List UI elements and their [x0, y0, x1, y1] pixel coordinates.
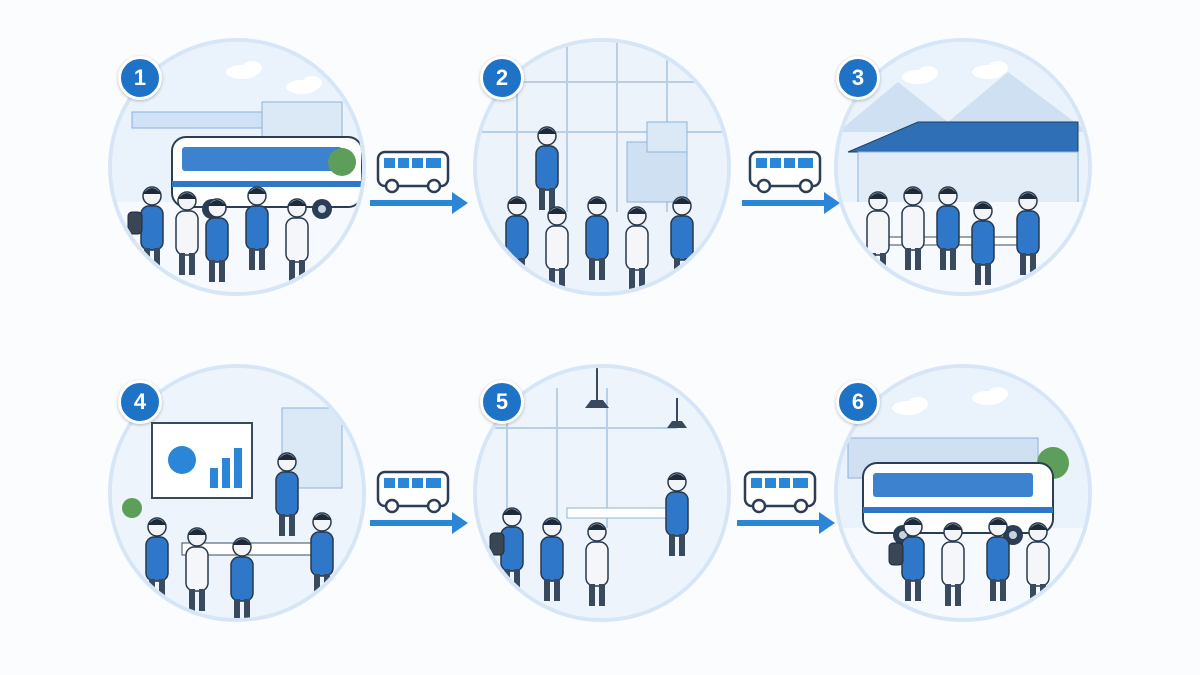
step-6-badge: 6 — [836, 380, 880, 424]
connector-2 — [740, 150, 850, 230]
bus-icon — [370, 150, 468, 214]
step-6-scene — [834, 364, 1092, 622]
connector-3 — [368, 470, 478, 550]
step-1-badge: 1 — [118, 56, 162, 100]
bus-icon — [737, 470, 835, 534]
connector-1 — [368, 150, 478, 230]
step-4-scene — [108, 364, 366, 622]
bus-icon — [742, 150, 840, 214]
step-5-badge: 5 — [480, 380, 524, 424]
bus-departure-scene-icon — [838, 368, 1088, 618]
step-3-badge: 3 — [836, 56, 880, 100]
bus-icon — [370, 470, 468, 534]
step-4-badge: 4 — [118, 380, 162, 424]
connector-4 — [735, 470, 845, 550]
step-2-badge: 2 — [480, 56, 524, 100]
